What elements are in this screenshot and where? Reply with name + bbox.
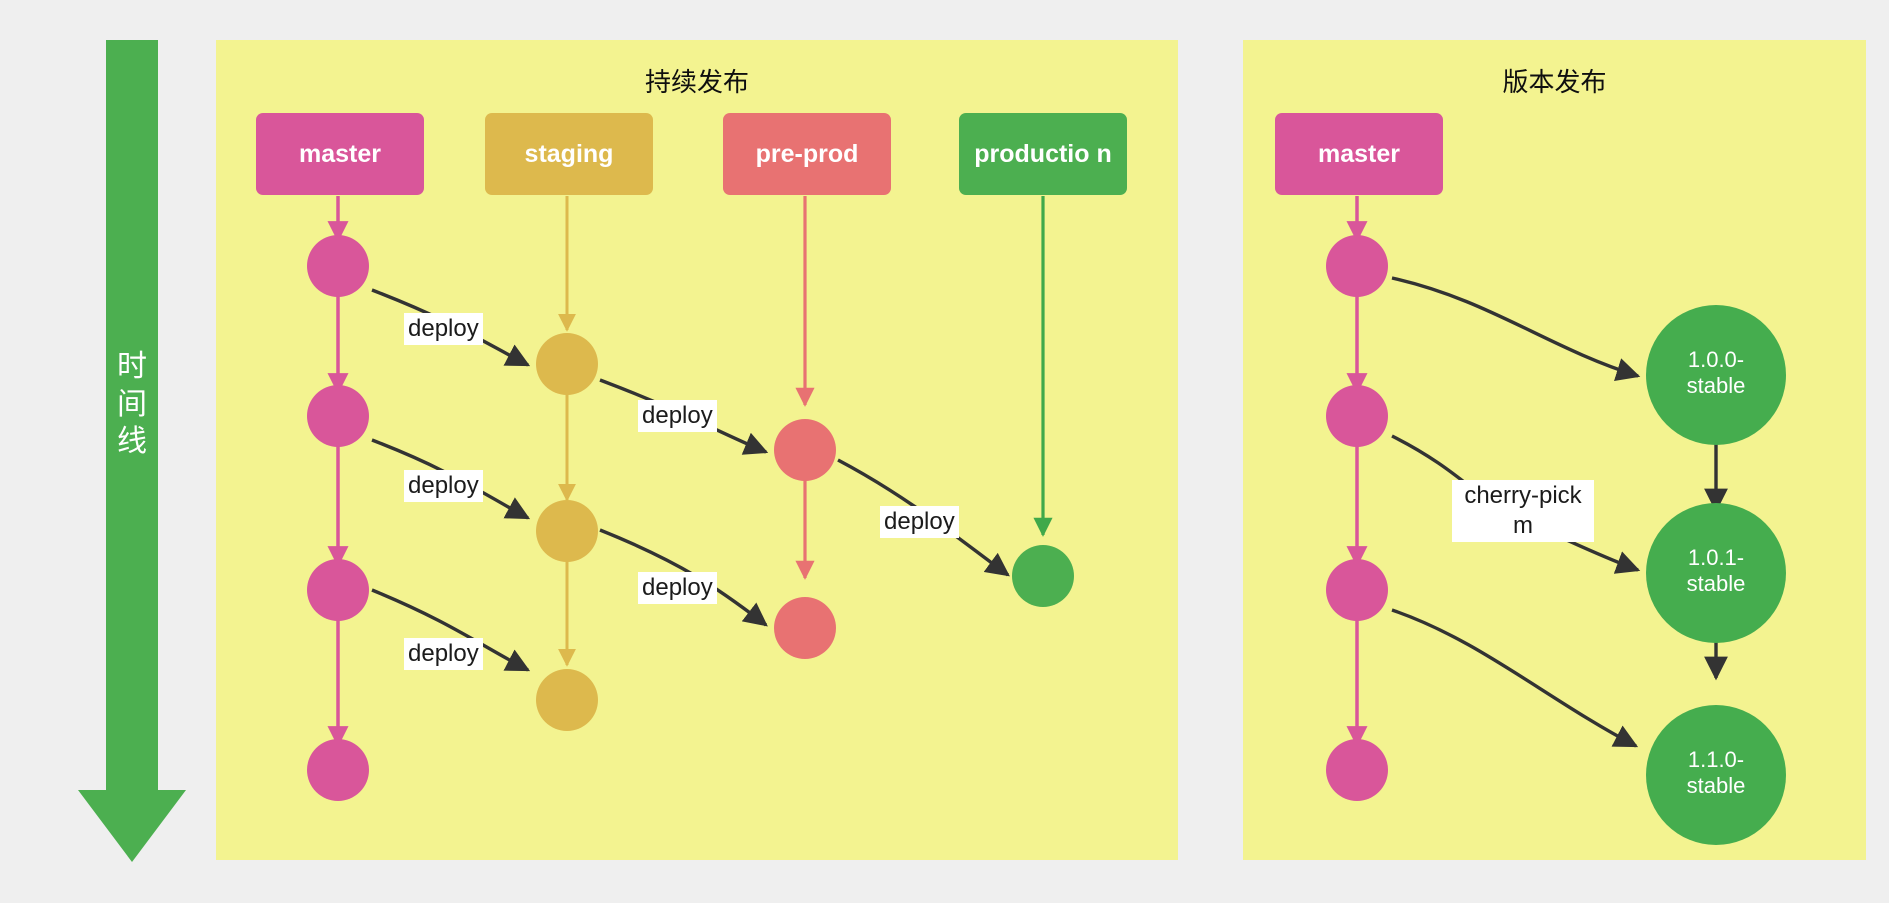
staging-commit-2 xyxy=(536,500,598,562)
edge-label-deploy-1: deploy xyxy=(404,313,483,345)
preprod-commit-2 xyxy=(774,597,836,659)
release-node-v101 xyxy=(1646,503,1786,643)
panel-title-continuous-release: 持续发布 xyxy=(644,68,749,98)
master-commit-1 xyxy=(307,235,369,297)
branch-box-staging[interactable]: staging xyxy=(485,113,653,195)
master-commit-4 xyxy=(307,739,369,801)
timeline-arrow-down xyxy=(78,40,186,862)
branch-box-master-version[interactable]: master xyxy=(1275,113,1443,195)
edge-label-deploy-2: deploy xyxy=(404,470,483,502)
branch-box-pre-prod[interactable]: pre-prod xyxy=(723,113,891,195)
staging-commit-3 xyxy=(536,669,598,731)
master-commit-r4 xyxy=(1326,739,1388,801)
release-node-v100 xyxy=(1646,305,1786,445)
production-commit-1 xyxy=(1012,545,1074,607)
edge-label-deploy-3: deploy xyxy=(404,638,483,670)
preprod-commit-1 xyxy=(774,419,836,481)
master-commit-2 xyxy=(307,385,369,447)
master-commit-r2 xyxy=(1326,385,1388,447)
timeline-label: 时 间 线 xyxy=(117,349,147,459)
tag-edge-3 xyxy=(1391,608,1639,748)
edge-label-deploy-5: deploy xyxy=(638,572,717,604)
left-commit-nodes xyxy=(307,235,1074,801)
branch-box-production[interactable]: productio n xyxy=(959,113,1127,195)
panel-title-version-release: 版本发布 xyxy=(1502,68,1607,98)
master-commit-r1 xyxy=(1326,235,1388,297)
right-commit-nodes xyxy=(1326,235,1786,845)
deploy-edge-3 xyxy=(371,588,531,672)
master-commit-3 xyxy=(307,559,369,621)
master-commit-r3 xyxy=(1326,559,1388,621)
tag-edge-1 xyxy=(1391,276,1641,381)
edge-label-deploy-4: deploy xyxy=(638,400,717,432)
edge-label-deploy-6: deploy xyxy=(880,506,959,538)
edge-label-cherry-pick: cherry-pick m xyxy=(1452,480,1594,542)
branch-box-master[interactable]: master xyxy=(256,113,424,195)
staging-commit-1 xyxy=(536,333,598,395)
release-node-v110 xyxy=(1646,705,1786,845)
